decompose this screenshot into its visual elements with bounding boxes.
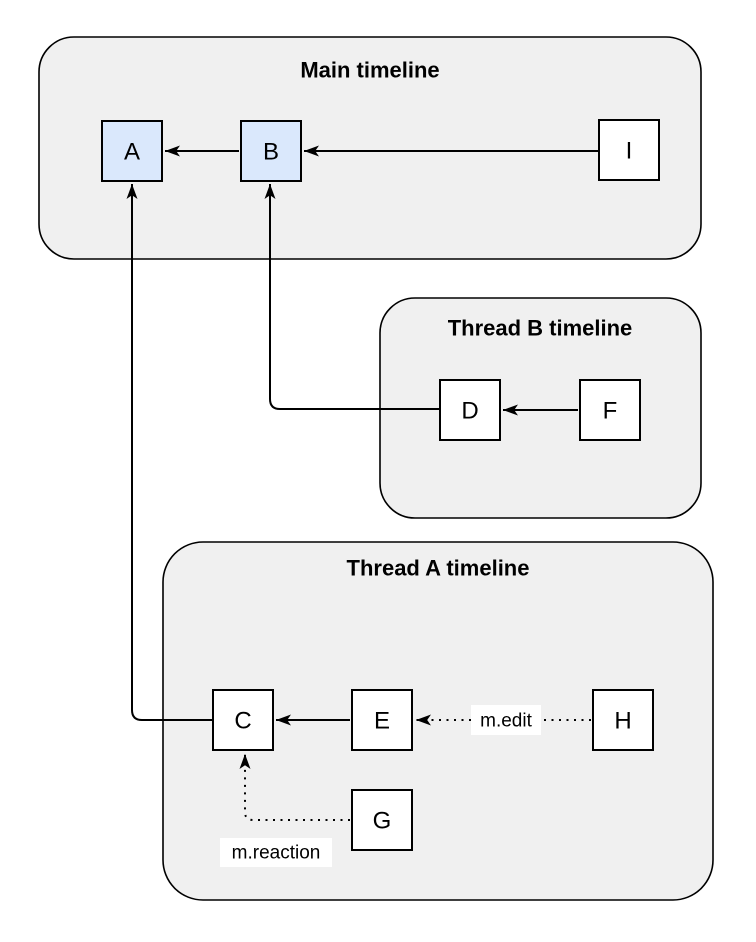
node-h-box [592,689,654,751]
node-i-box [598,119,660,181]
edge-c-to-a [126,184,213,721]
main-timeline-container [38,36,702,260]
edit-label-text: m.edit [480,711,532,732]
edge-label-edit: m.edit [471,705,541,735]
node-g-label: G [373,808,392,835]
edge-d-to-b [264,184,440,410]
node-d-label: D [461,398,478,425]
node-e: E [351,689,413,751]
edge-label-reaction: m.reaction [220,838,332,867]
reaction-label-background [220,838,332,867]
node-a-box [101,120,163,182]
node-d-box [439,379,501,441]
node-i: I [598,119,660,181]
node-b: B [240,120,302,182]
node-b-label: B [263,139,279,166]
thread-a-timeline-title: Thread A timeline [347,556,530,581]
thread-b-timeline-title: Thread B timeline [448,316,633,341]
node-b-box [240,120,302,182]
node-h-label: H [614,708,631,735]
node-c-label: C [234,708,251,735]
thread-b-timeline-group: Thread B timeline [379,297,702,519]
node-h: H [592,689,654,751]
node-a: A [101,120,163,182]
main-timeline-group: Main timeline [38,36,702,260]
node-i-label: I [626,138,633,165]
node-g: G [351,789,413,851]
node-c-box [212,689,274,751]
reaction-label-text: m.reaction [232,843,321,864]
node-f: F [579,379,641,441]
node-g-box [351,789,413,851]
node-d: D [439,379,501,441]
node-f-label: F [603,398,618,425]
node-e-box [351,689,413,751]
edit-label-background [471,705,541,735]
main-timeline-title: Main timeline [300,58,439,83]
node-f-box [579,379,641,441]
node-c: C [212,689,274,751]
node-a-label: A [124,139,140,166]
node-e-label: E [374,708,390,735]
